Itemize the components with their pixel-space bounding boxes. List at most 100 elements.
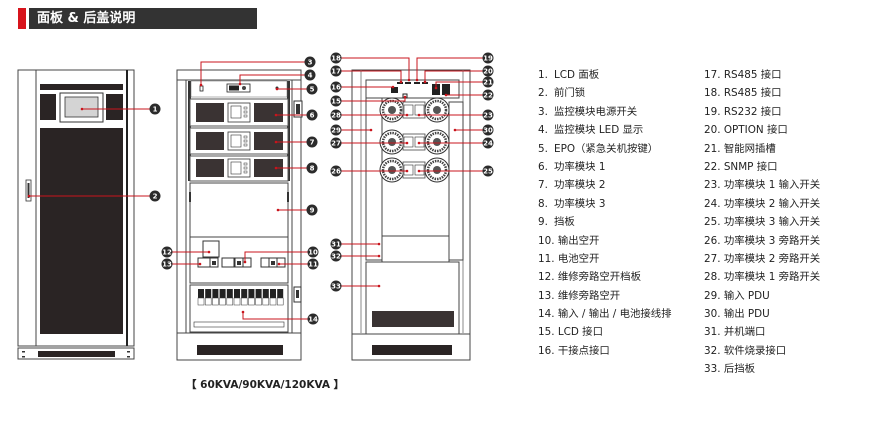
callout-line <box>336 57 410 80</box>
callout-number: 23 <box>483 112 493 120</box>
legend-item-label: 电池空开 <box>554 252 600 265</box>
callout-number: 11 <box>308 261 318 269</box>
callout-number: 28 <box>331 112 341 120</box>
terminal <box>198 289 204 298</box>
callout-17: 17 <box>330 65 403 84</box>
legend-item-number: 29. <box>704 289 721 302</box>
legend-item: 4.监控模块 LED 显示 <box>538 121 672 139</box>
legend-item-number: 28. <box>704 271 721 284</box>
callout-dot <box>403 95 407 99</box>
callout-2: 2 <box>27 190 161 202</box>
callout-badge <box>306 204 318 216</box>
callout-number: 30 <box>483 127 493 135</box>
dry-contact-port <box>391 87 398 93</box>
legend-item: 7.功率模块 2 <box>538 176 672 194</box>
callout-dot <box>423 80 427 84</box>
callout-dot <box>377 242 381 246</box>
callout-badge <box>330 250 342 262</box>
callout-line <box>200 61 310 85</box>
legend-item-number: 31. <box>704 326 721 339</box>
legend-item-number: 27. <box>704 252 721 265</box>
callout-10: 10 <box>243 246 319 264</box>
legend-item-number: 17. <box>704 69 721 81</box>
callout-dot <box>275 87 279 91</box>
legend-item-number: 20. <box>704 124 721 137</box>
callout-badge <box>330 65 342 77</box>
callout-badge <box>149 103 161 115</box>
callout-number: 27 <box>331 140 341 148</box>
legend-item-label: 功率模块 1 输入开关 <box>720 179 821 192</box>
callout-number: 24 <box>483 140 493 148</box>
legend-item-number: 23. <box>704 179 721 192</box>
callout-number: 7 <box>310 139 315 147</box>
callout-4: 4 <box>238 69 316 86</box>
callout-dot <box>207 250 211 254</box>
output-pdu <box>448 101 464 261</box>
callout-18: 18 <box>330 52 411 82</box>
power-module-1 <box>189 98 289 127</box>
callout-dot <box>444 93 448 97</box>
callout-dot <box>417 141 421 145</box>
legend-item-number: 32. <box>704 344 721 357</box>
callout-layer: 1234567891011121314181716152829272619202… <box>27 52 494 325</box>
callout-26: 26 <box>330 165 409 177</box>
callout-dot <box>243 260 247 264</box>
model-caption: 【 60KVA/90KVA/120KVA 】 <box>186 379 345 391</box>
legend-item-label: 前门锁 <box>554 87 586 100</box>
callout-dot <box>241 310 245 314</box>
callout-number: 15 <box>331 98 341 106</box>
legend-item: 8.功率模块 3 <box>538 195 672 213</box>
callout-badge <box>330 95 342 107</box>
callout-24: 24 <box>417 137 494 149</box>
legend-item-number: 30. <box>704 308 721 321</box>
callout-line <box>435 81 488 88</box>
callout-31: 31 <box>330 238 381 250</box>
terminal <box>270 289 276 298</box>
legend-item: 19. RS232 接口 <box>704 103 820 121</box>
callout-badge <box>482 89 494 101</box>
callout-number: 13 <box>162 261 172 269</box>
legend-item: 6.功率模块 1 <box>538 158 672 176</box>
callout-23: 23 <box>417 109 494 121</box>
callout-badge <box>482 137 494 149</box>
legend-item-number: 7. <box>538 179 548 192</box>
legend-item: 26. 功率模块 3 旁路开关 <box>704 232 820 250</box>
callout-number: 2 <box>153 193 158 201</box>
callout-9: 9 <box>276 204 318 216</box>
legend-item-label: 功率模块 3 输入开关 <box>720 216 821 229</box>
legend-item-label: 功率模块 2 旁路开关 <box>720 252 821 265</box>
legend-item-label: LCD 面板 <box>554 69 600 81</box>
callout-3: 3 <box>199 56 316 87</box>
terminal <box>219 289 226 298</box>
callout-dot <box>391 85 395 89</box>
callout-badge <box>482 76 494 88</box>
callout-number: 3 <box>308 59 313 67</box>
callout-dot <box>417 113 421 117</box>
callout-number: 32 <box>331 253 341 261</box>
fan-modules <box>379 97 450 183</box>
callout-dot <box>27 194 31 198</box>
header-accent <box>18 8 26 29</box>
monitor-power-switch <box>199 85 204 92</box>
legend-item: 29. 输入 PDU <box>704 287 820 305</box>
legend-item-number: 26. <box>704 234 721 247</box>
callout-33: 33 <box>330 280 381 292</box>
legend-item-label: 监控模块 LED 显示 <box>554 124 644 137</box>
legend-item-label: 输出空开 <box>554 234 600 247</box>
callout-badge <box>330 124 342 136</box>
legend-item-number: 1. <box>538 69 548 81</box>
callout-number: 10 <box>308 249 318 257</box>
legend-item: 10. 输出空开 <box>538 232 672 250</box>
bypass-cover <box>202 240 220 258</box>
callout-number: 16 <box>331 84 341 92</box>
callout-number: 19 <box>483 55 493 63</box>
callout-dot <box>274 166 278 170</box>
callout-number: 12 <box>162 249 172 257</box>
legend-item-label: 监控模块电源开关 <box>554 105 638 118</box>
terminal <box>248 289 255 298</box>
legend-item-label: 智能网插槽 <box>720 142 776 155</box>
terminal <box>226 289 233 298</box>
callout-number: 26 <box>331 168 341 176</box>
callout-number: 22 <box>483 92 493 100</box>
legend-item-label: 输出 PDU <box>720 308 770 321</box>
